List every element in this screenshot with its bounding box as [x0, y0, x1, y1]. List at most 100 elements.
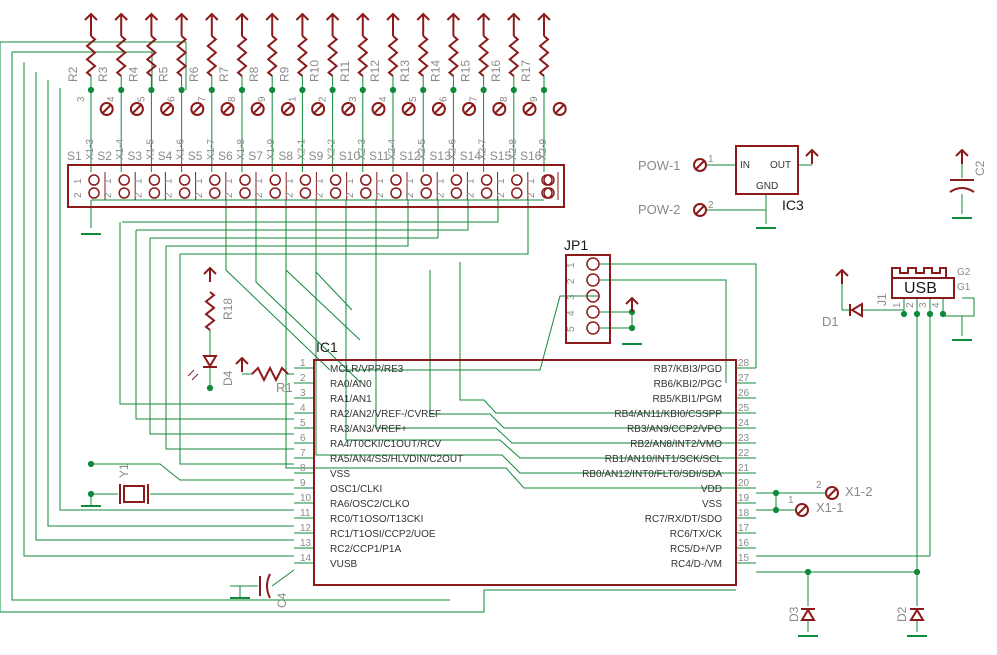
- vcc-symbol: [446, 12, 461, 28]
- resistor-pin-number: 3: [76, 96, 87, 102]
- resistor: [447, 35, 459, 77]
- connector-pin-label: X2-9: [538, 138, 549, 160]
- c4-label: C4: [275, 592, 289, 608]
- connector-pin-label: X1-9: [266, 138, 277, 160]
- vcc-symbol: [805, 148, 819, 164]
- switch-pin-number: 2: [435, 192, 446, 198]
- test-pad: [220, 102, 235, 116]
- resistor: [145, 35, 157, 77]
- connector-pin-label: X2-5: [417, 138, 428, 160]
- x12-pin: 2: [816, 480, 822, 491]
- wire: [315, 272, 736, 474]
- switch-pin-number: 2: [405, 192, 416, 198]
- switch-pin-number: 1: [224, 178, 235, 184]
- wire: [150, 200, 439, 239]
- jp1-contact: [586, 273, 600, 287]
- switch-contact: [118, 187, 130, 199]
- resistor: [538, 35, 550, 77]
- ic3-pin1: 1: [708, 154, 714, 165]
- switch-label: S10: [339, 149, 361, 163]
- switch-contact: [269, 174, 281, 186]
- resistor-pin-number: 7: [469, 96, 480, 102]
- x11-label: X1-1: [816, 500, 843, 515]
- switch-pin-number: 2: [194, 192, 205, 198]
- connector-pin-label: X1-4: [115, 138, 126, 160]
- test-pad: [280, 102, 295, 116]
- ic1-right-pin-label: RC5/D+/VP: [670, 544, 722, 555]
- test-pad: [552, 102, 567, 116]
- switch-pin-number: 2: [73, 192, 84, 198]
- c2-plate: [949, 187, 975, 193]
- switch-contact: [511, 174, 523, 186]
- d2-label: D2: [895, 606, 909, 622]
- wire: [35, 72, 294, 541]
- ic1-right-pin-number: 20: [738, 478, 750, 489]
- test-pad: [341, 102, 356, 116]
- resistor: [417, 35, 429, 77]
- resistor-label: R17: [519, 60, 533, 82]
- r1-resistor: [251, 365, 289, 383]
- ic1-left-pin-number: 14: [300, 553, 312, 564]
- wire: [0, 41, 187, 90]
- switch-pin-number: 1: [133, 178, 144, 184]
- jp1-pin-number: 3: [566, 294, 577, 300]
- resistor-pin-number: 7: [197, 96, 208, 102]
- resistor-pin-number: 5: [408, 96, 419, 102]
- switch-contact: [420, 187, 432, 199]
- switch-contact: [178, 174, 191, 186]
- ic1-left-pin-label: RA5/AN4/SS/HLVDIN/C2OUT: [330, 454, 463, 465]
- wire: [136, 200, 469, 231]
- switch-contact: [390, 187, 402, 199]
- resistor-pin-number: 5: [136, 96, 147, 102]
- resistor: [508, 35, 520, 77]
- ic1-right-pin-label: RB0/AN12/INT0/FLT0/SDI/SDA: [582, 469, 722, 480]
- usb-pin-number: 2: [905, 302, 916, 308]
- switch-label: S8: [278, 149, 293, 163]
- resistor: [296, 35, 308, 77]
- resistor: [204, 291, 216, 331]
- switch-contact: [239, 174, 251, 186]
- switch-contact: [329, 187, 342, 199]
- vcc-symbol: [325, 12, 340, 28]
- connector-pin-label: X1-6: [176, 138, 187, 160]
- switch-label: S4: [158, 149, 173, 163]
- switch-pin-number: 1: [466, 178, 477, 184]
- switch-pin-number: 2: [526, 192, 537, 198]
- vcc-symbol: [114, 12, 128, 28]
- ic1-left-pin-number: 13: [300, 538, 312, 549]
- wire: [149, 238, 294, 435]
- vcc-symbol: [386, 12, 400, 28]
- jp1-contact: [586, 305, 600, 319]
- jp1-contact: [586, 257, 600, 271]
- switch-contact: [543, 174, 555, 186]
- resistor-pin-number: 8: [227, 96, 238, 102]
- switch-pin-number: 2: [345, 192, 356, 198]
- switch-contact: [148, 187, 161, 199]
- test-pad: [492, 102, 507, 116]
- ic1-left-pin-label: VUSB: [330, 559, 358, 570]
- test-pad: [401, 102, 416, 116]
- j1-label: J1: [875, 293, 889, 306]
- jp1-pin-number: 4: [566, 310, 577, 316]
- vcc-symbol: [235, 12, 249, 28]
- ic3-name: IC3: [782, 197, 804, 213]
- switch-pin-number: 1: [435, 178, 446, 184]
- wire: [429, 270, 736, 429]
- wire: [59, 88, 294, 511]
- resistor-pin-number: 2: [318, 96, 329, 102]
- usb-pin-number: 3: [918, 302, 929, 308]
- resistor-pin-number: 9: [529, 96, 540, 102]
- resistor-label: R11: [338, 61, 352, 82]
- switch-pin-number: 1: [254, 178, 265, 184]
- r18-label: R18: [221, 298, 235, 320]
- ic1-right-pin-label: RC4/D-/VM: [671, 559, 722, 570]
- resistor-label: R5: [157, 66, 171, 82]
- test-pad: [431, 102, 446, 116]
- switch-pin-number: 2: [496, 192, 507, 198]
- ic1-left-pin-number: 9: [300, 478, 306, 489]
- switch-label: S5: [188, 149, 203, 163]
- ic1-right-pin-label: RB3/AN9/CCP2/VPO: [627, 424, 722, 435]
- jp1-name: JP1: [564, 237, 588, 253]
- wire: [165, 246, 294, 450]
- x11-pin: 1: [788, 495, 794, 506]
